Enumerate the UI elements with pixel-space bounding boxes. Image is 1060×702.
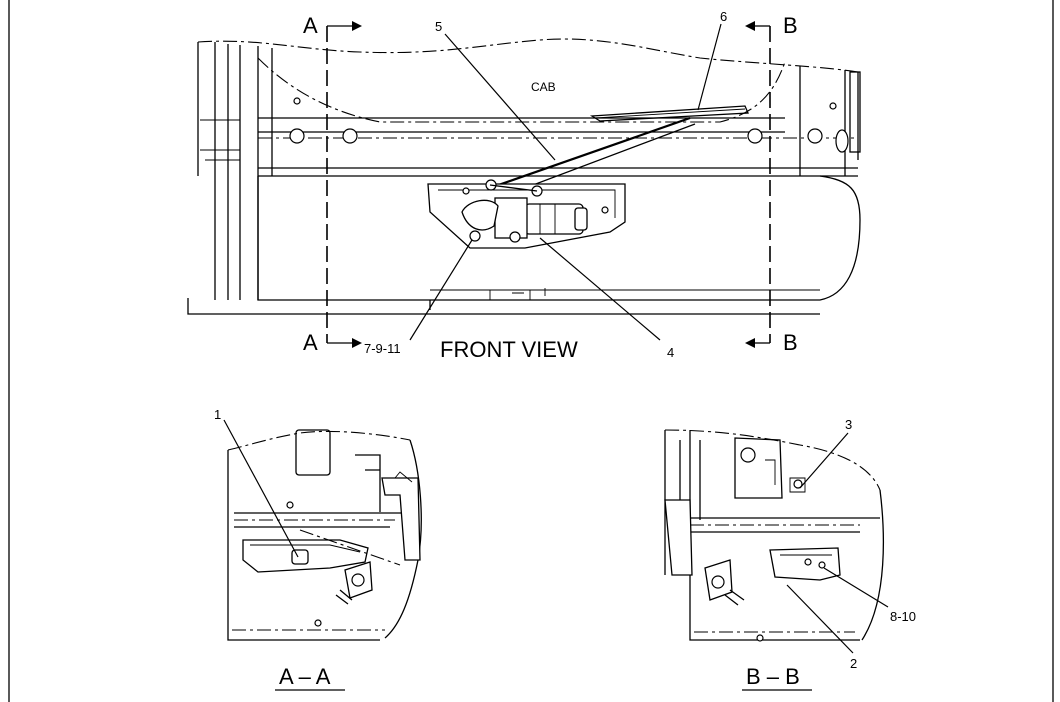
leader-6 bbox=[697, 23, 722, 111]
callout-2: 2 bbox=[850, 656, 857, 671]
section-label-a-bottom: A bbox=[303, 330, 318, 355]
front-view-title: FRONT VIEW bbox=[440, 337, 578, 362]
cab-label: CAB bbox=[531, 80, 556, 94]
callout-1: 1 bbox=[214, 407, 221, 422]
section-line-a bbox=[326, 21, 362, 348]
callout-8-10: 8-10 bbox=[890, 609, 916, 624]
section-a-a-drawing bbox=[227, 429, 422, 641]
section-b-b-drawing bbox=[664, 429, 884, 642]
leader-1 bbox=[223, 419, 299, 558]
callout-7-9-11: 7-9-11 bbox=[364, 341, 401, 356]
section-label-b-bottom: B bbox=[783, 330, 798, 355]
arrow-left-icon bbox=[745, 338, 755, 348]
arrow-left-icon bbox=[745, 21, 755, 31]
leader-8-10 bbox=[823, 567, 889, 608]
section-line-b bbox=[745, 21, 771, 348]
callout-3: 3 bbox=[845, 417, 852, 432]
callout-5: 5 bbox=[435, 19, 442, 34]
arrow-right-icon bbox=[352, 338, 362, 348]
section-label-b-top: B bbox=[783, 13, 798, 38]
leader-2 bbox=[786, 584, 854, 654]
arrow-right-icon bbox=[352, 21, 362, 31]
leader-4 bbox=[539, 237, 661, 341]
callout-6: 6 bbox=[720, 9, 727, 24]
front-view-drawing bbox=[187, 38, 861, 315]
leader-5 bbox=[444, 33, 556, 161]
leader-7-9-11 bbox=[409, 239, 473, 341]
section-a-a-title: A – A bbox=[279, 664, 331, 689]
callout-4: 4 bbox=[667, 345, 674, 360]
section-b-b-title: B – B bbox=[746, 664, 800, 689]
leader-3 bbox=[799, 432, 849, 489]
section-label-a-top: A bbox=[303, 13, 318, 38]
